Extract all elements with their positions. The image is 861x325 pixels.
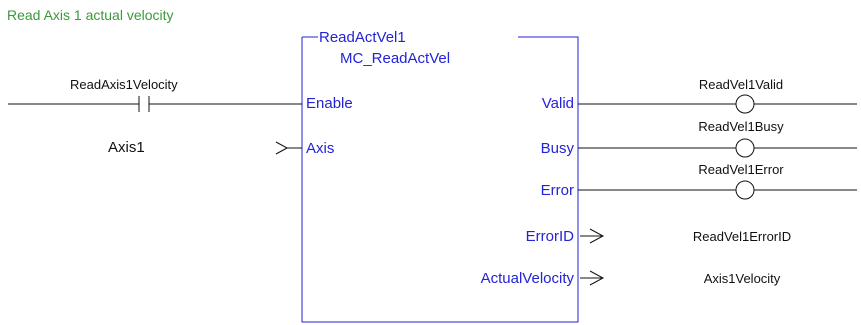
output-variable-readvel1error[interactable]: ReadVel1Error <box>698 162 784 177</box>
output-pin-error: Error <box>540 182 574 199</box>
input-variable-read-axis-1-velocity[interactable]: ReadAxis1Velocity <box>70 77 178 92</box>
busy-output-wire <box>578 138 857 158</box>
enable-input-wire <box>8 96 302 112</box>
block-instance-name[interactable]: ReadActVel1 <box>318 29 407 46</box>
output-variable-axis1velocity[interactable]: Axis1Velocity <box>703 271 781 286</box>
output-variable-readvel1busy[interactable]: ReadVel1Busy <box>698 119 784 134</box>
output-variable-readvel1valid[interactable]: ReadVel1Valid <box>698 77 784 92</box>
input-pin-enable: Enable <box>306 95 353 112</box>
output-pin-valid: Valid <box>541 95 574 112</box>
actualvelocity-output-connector <box>580 270 605 286</box>
valid-output-wire <box>578 94 857 114</box>
error-output-wire <box>578 180 857 200</box>
errorid-output-connector <box>580 228 605 244</box>
axis-input-connector <box>275 141 302 155</box>
output-variable-readvel1errorid[interactable]: ReadVel1ErrorID <box>692 229 792 244</box>
input-pin-axis: Axis <box>306 140 335 157</box>
block-type-name: MC_ReadActVel <box>340 50 451 67</box>
input-variable-axis1[interactable]: Axis1 <box>108 139 145 156</box>
rung-comment: Read Axis 1 actual velocity <box>7 7 174 23</box>
output-pin-errorid: ErrorID <box>525 228 574 245</box>
output-pin-busy: Busy <box>540 140 574 157</box>
function-block-frame <box>301 36 579 323</box>
output-pin-actual-velocity: ActualVelocity <box>480 270 574 287</box>
